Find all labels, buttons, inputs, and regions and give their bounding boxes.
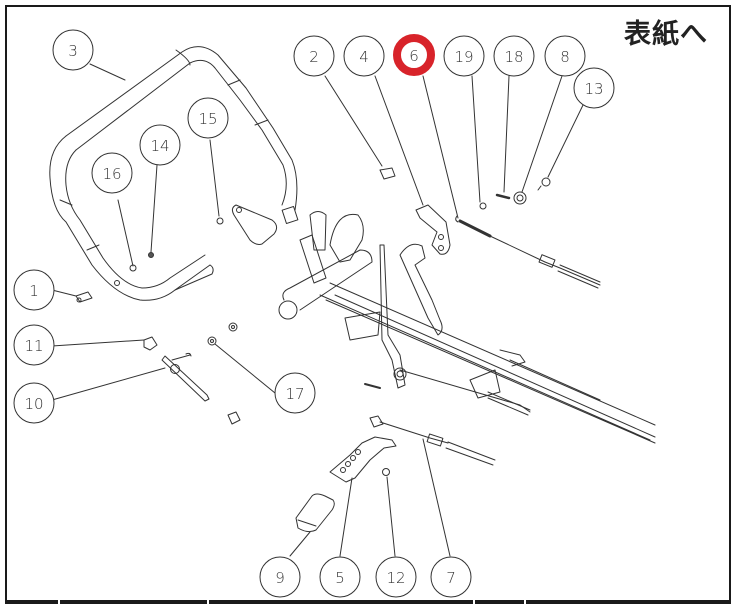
callout-6-highlighted[interactable]: 6 [393,34,435,76]
part-15-washer [216,217,224,225]
callout-2[interactable]: 2 [293,35,335,77]
callout-16[interactable]: 16 [91,152,133,194]
part-17-washer [207,336,217,346]
part-1-pin [75,291,93,303]
svg-text:4: 4 [359,48,369,66]
callout-7[interactable]: 7 [430,556,472,598]
svg-text:7: 7 [446,569,456,587]
leader-lines [51,63,585,557]
part-14-nut [148,252,154,258]
table-divider [58,600,60,604]
svg-text:13: 13 [584,80,603,98]
part-washer [228,322,238,332]
callout-11[interactable]: 11 [13,324,55,366]
table-divider [473,600,475,604]
svg-text:8: 8 [560,48,570,66]
callout-17[interactable]: 17 [274,372,316,414]
back-to-cover-link[interactable]: 表紙へ [624,19,708,50]
svg-text:14: 14 [150,137,169,155]
part-cap-lower [227,411,241,425]
svg-text:2: 2 [309,48,319,66]
handlebar-bracket [231,204,299,245]
callout-14[interactable]: 14 [139,124,181,166]
part-18-screw [495,193,511,200]
part-4-arm [415,204,451,255]
svg-text:19: 19 [454,48,473,66]
svg-text:15: 15 [198,110,217,128]
svg-text:3: 3 [68,42,78,60]
part-2-bracket [379,167,396,180]
svg-text:12: 12 [386,569,405,587]
part-8-nut [513,191,527,205]
svg-text:18: 18 [504,48,523,66]
svg-text:5: 5 [335,569,345,587]
part-11-cap [143,336,158,351]
callout-19[interactable]: 19 [443,35,485,77]
svg-text:16: 16 [102,165,121,183]
callout-13[interactable]: 13 [573,67,615,109]
callout-10[interactable]: 10 [13,382,55,424]
callout-5[interactable]: 5 [319,556,361,598]
part-7-cable [369,415,496,466]
callout-3[interactable]: 3 [52,29,94,71]
bottom-table-rule [5,600,731,604]
svg-text:9: 9 [275,569,285,587]
callout-1[interactable]: 1 [13,269,55,311]
svg-text:1: 1 [29,282,39,300]
svg-text:11: 11 [24,337,43,355]
callout-12[interactable]: 12 [375,556,417,598]
callout-18[interactable]: 18 [493,35,535,77]
callout-8[interactable]: 8 [544,35,586,77]
part-13-bolt [537,177,551,191]
main-frame-assembly [278,211,656,444]
svg-text:10: 10 [24,395,43,413]
callout-4[interactable]: 4 [343,35,385,77]
part-3-handlebar [49,46,298,301]
part-10-lever [161,352,210,402]
table-divider [524,600,526,604]
part-9-grip [295,493,335,533]
part-6-spring-cable [455,215,601,289]
svg-text:6: 6 [409,47,419,65]
table-divider [207,600,209,604]
callout-9[interactable]: 9 [259,556,301,598]
part-12-nut [382,468,390,476]
part-19-washer [479,202,487,210]
diagram-frame [5,5,731,601]
callout-15[interactable]: 15 [187,97,229,139]
svg-text:17: 17 [285,385,304,403]
